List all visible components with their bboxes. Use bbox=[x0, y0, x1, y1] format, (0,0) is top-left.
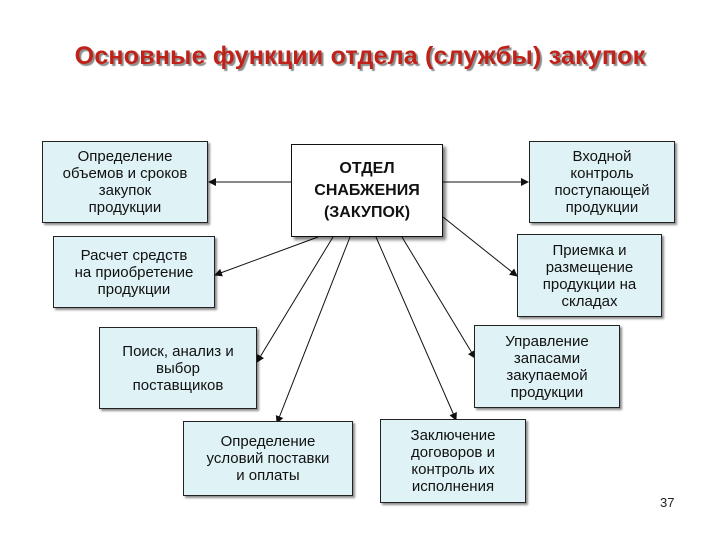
function-incoming-control: Входной контроль поступающей продукции bbox=[529, 141, 675, 223]
page-number: 37 bbox=[660, 495, 675, 510]
function-label: Входной контроль поступающей продукции bbox=[554, 148, 650, 216]
central-department-box: ОТДЕЛ СНАБЖЕНИЯ (ЗАКУПОК) bbox=[291, 144, 443, 237]
slide-title: Основные функции отдела (службы) закупок bbox=[74, 42, 646, 70]
arrow-to-contracts bbox=[375, 236, 457, 421]
function-inventory-management: Управление запасами закупаемой продукции bbox=[474, 325, 620, 408]
arrow-to-delivery-terms bbox=[275, 236, 351, 424]
arrow-to-inventory bbox=[401, 236, 476, 359]
function-label: Приемка и размещение продукции на склада… bbox=[542, 241, 637, 310]
function-receiving-storage: Приемка и размещение продукции на склада… bbox=[517, 234, 662, 317]
function-label: Определение объемов и сроков закупок про… bbox=[62, 148, 188, 216]
function-supplier-search: Поиск, анализ и выбор поставщиков bbox=[99, 327, 257, 409]
function-label: Определение условий поставки и оплаты bbox=[206, 433, 330, 484]
function-delivery-terms: Определение условий поставки и оплаты bbox=[183, 421, 353, 496]
function-label: Поиск, анализ и выбор поставщиков bbox=[122, 342, 234, 394]
function-funds-calculation: Расчет средств на приобретение продукции bbox=[53, 236, 215, 308]
arrow-to-supplier-search bbox=[256, 236, 334, 363]
function-label: Расчет средств на приобретение продукции bbox=[74, 246, 194, 298]
function-volume-planning: Определение объемов и сроков закупок про… bbox=[42, 141, 208, 223]
function-label: Управление запасами закупаемой продукции bbox=[505, 332, 589, 401]
function-label: Заключение договоров и контроль их испол… bbox=[410, 427, 496, 495]
arrow-to-funds-calculation bbox=[214, 236, 319, 277]
function-contracts: Заключение договоров и контроль их испол… bbox=[380, 419, 526, 503]
arrow-to-receiving bbox=[442, 216, 518, 277]
